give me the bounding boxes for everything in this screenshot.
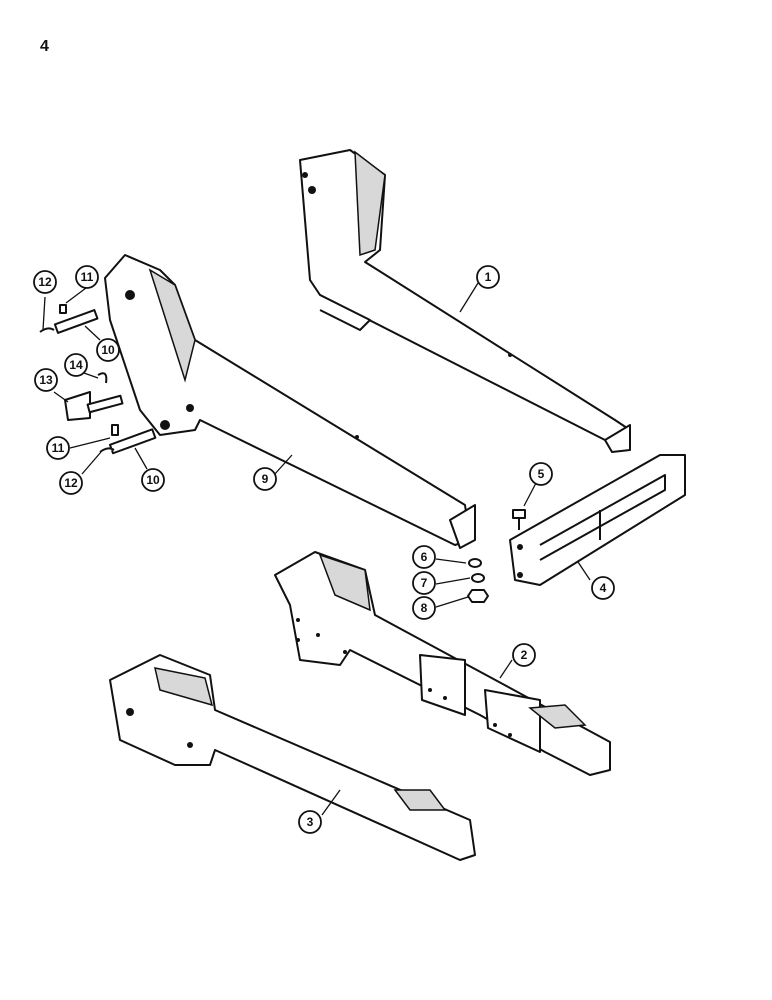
callout-4: 4 <box>591 576 615 600</box>
callout-label: 13 <box>39 373 53 387</box>
callout-label: 9 <box>262 472 269 486</box>
callout-6: 6 <box>412 545 436 569</box>
callout-label: 7 <box>421 576 428 590</box>
frame-bracket-part-4 <box>509 454 686 586</box>
callout-label: 12 <box>38 275 52 289</box>
callout-label: 6 <box>421 550 428 564</box>
callout-label: 8 <box>421 601 428 615</box>
callout-12b: 12 <box>59 471 83 495</box>
callout-label: 12 <box>64 476 78 490</box>
drawbar-part-2 <box>274 551 611 776</box>
callout-label: 3 <box>307 815 314 829</box>
callout-label: 2 <box>521 648 528 662</box>
callout-12a: 12 <box>33 270 57 294</box>
callout-7: 7 <box>412 571 436 595</box>
callout-1: 1 <box>476 265 500 289</box>
callout-label: 10 <box>146 473 160 487</box>
callout-5: 5 <box>529 462 553 486</box>
callout-10a: 10 <box>96 338 120 362</box>
callout-label: 10 <box>101 343 115 357</box>
callout-2: 2 <box>512 643 536 667</box>
frame-beam-part-1 <box>299 149 631 453</box>
page-number: 4 <box>40 38 49 55</box>
callout-8: 8 <box>412 596 436 620</box>
callout-label: 11 <box>81 270 94 284</box>
callout-10b: 10 <box>141 468 165 492</box>
callout-11a: 11 <box>75 265 99 289</box>
callout-label: 4 <box>600 581 607 595</box>
callout-label: 11 <box>52 441 65 455</box>
callout-9: 9 <box>253 467 277 491</box>
callout-11b: 11 <box>46 436 70 460</box>
leader-lines <box>42 282 591 816</box>
callout-13: 13 <box>34 368 58 392</box>
callout-14: 14 <box>64 353 88 377</box>
frame-beam-part-9 <box>104 254 476 549</box>
drawbar-part-3 <box>109 654 476 861</box>
callout-3: 3 <box>298 810 322 834</box>
callout-label: 14 <box>69 358 83 372</box>
hardware-parts <box>39 304 526 603</box>
callout-label: 5 <box>538 467 545 481</box>
callout-label: 1 <box>485 270 492 284</box>
